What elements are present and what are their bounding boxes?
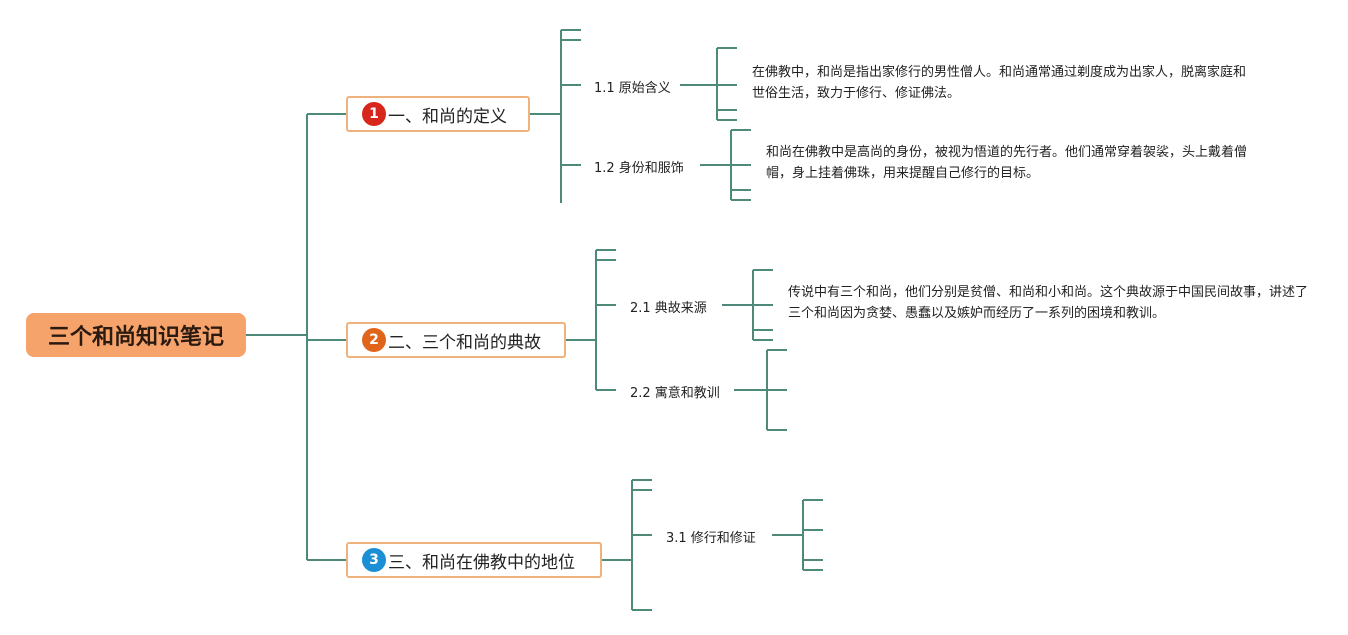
number-badge-icon: 3 <box>362 548 386 572</box>
topic-node-2[interactable]: 2 二、三个和尚的典故 <box>346 322 566 358</box>
subtopic-node[interactable]: 2.2 寓意和教训 <box>630 386 720 401</box>
description-text: 和尚在佛教中是高尚的身份，被视为悟道的先行者。他们通常穿着袈裟，头上戴着僧帽，身… <box>766 145 1248 181</box>
description-text: 在佛教中，和尚是指出家修行的男性僧人。和尚通常通过剃度成为出家人，脱离家庭和世俗… <box>752 65 1247 101</box>
number-badge-icon: 2 <box>362 328 386 352</box>
subtopic-node[interactable]: 1.1 原始含义 <box>594 81 671 96</box>
topic-node-3[interactable]: 3 三、和尚在佛教中的地位 <box>346 542 602 578</box>
topic-title: 三、和尚在佛教中的地位 <box>388 552 575 573</box>
number-badge-icon: 1 <box>362 102 386 126</box>
subtopic-node[interactable]: 2.1 典故来源 <box>630 301 707 316</box>
description-text: 传说中有三个和尚，他们分别是贫僧、和尚和小和尚。这个典故源于中国民间故事，讲述了… <box>788 285 1309 321</box>
topic-node-1[interactable]: 1 一、和尚的定义 <box>346 96 530 132</box>
root-node[interactable]: 三个和尚知识笔记 <box>26 313 246 357</box>
root-title: 三个和尚知识笔记 <box>47 325 224 350</box>
topic-title: 一、和尚的定义 <box>388 106 507 127</box>
subtopic-node[interactable]: 3.1 修行和修证 <box>666 531 756 546</box>
subtopic-node[interactable]: 1.2 身份和服饰 <box>594 161 684 176</box>
topic-title: 二、三个和尚的典故 <box>388 332 541 353</box>
